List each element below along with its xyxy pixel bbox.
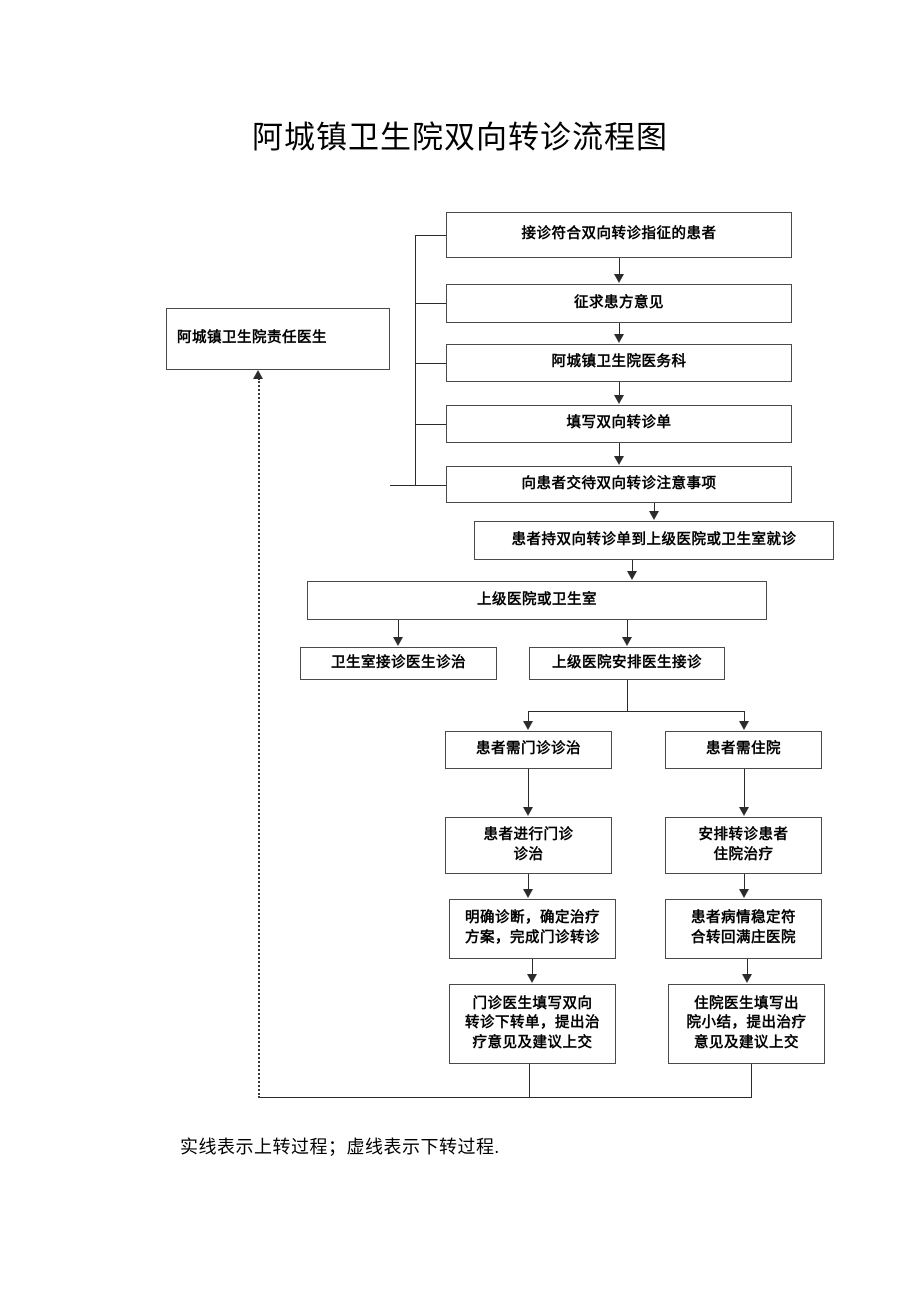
connector-spine-to-seek-opinion: [415, 303, 446, 304]
arrow-need-to-arrange-inpatient: [739, 807, 749, 816]
node-medical-dept-label: 阿城镇卫生院医务科: [551, 354, 687, 371]
connector-bottom-merge-horizontal: [258, 1097, 752, 1098]
connector-hospital-assign-down: [627, 680, 628, 711]
node-hospital-assign-label: 上级医院安排医生接诊: [552, 654, 702, 671]
node-diagnose-plan-label: 明确诊断，确定治疗 方案，完成门诊转诊: [465, 910, 600, 946]
node-outpatient-form-label: 门诊医生填写双向 转诊下转单，提出治 疗意见及建议上交: [465, 995, 600, 1051]
connector-spine-to-medical-dept: [415, 363, 446, 364]
connector-need-to-arrange-inpatient: [744, 769, 745, 808]
connector-do-outpatient-to-diagnose: [528, 874, 529, 890]
node-inpatient-form-label: 住院医生填写出 院小结，提出治疗 意见及建议上交: [686, 995, 807, 1051]
arrow-need-to-do-outpatient: [523, 807, 533, 816]
connector-dept-to-fill: [619, 382, 620, 395]
connector-spine-to-receive-patient: [415, 235, 446, 236]
node-stable-return[interactable]: 患者病情稳定符 合转回满庄医院: [665, 899, 822, 959]
arrow-feedback-to-responsible-doctor: [253, 370, 263, 379]
node-responsible-doctor[interactable]: 阿城镇卫生院责任医生: [166, 308, 390, 370]
node-hospital-assign[interactable]: 上级医院安排医生接诊: [529, 647, 725, 680]
node-stable-return-label: 患者病情稳定符 合转回满庄医院: [691, 910, 796, 946]
node-receive-patient-label: 接诊符合双向转诊指征的患者: [521, 226, 717, 243]
page-title: 阿城镇卫生院双向转诊流程图: [252, 120, 668, 155]
arrow-stable-to-inpatient-form: [742, 974, 752, 983]
arrow-upper-to-clinic-doctor: [393, 637, 403, 646]
arrow-patient-goes-to-upper: [627, 571, 637, 580]
connector-arrange-to-stable-return: [744, 874, 745, 890]
node-patient-goes-label: 患者持双向转诊单到上级医院或卫生室就诊: [511, 531, 797, 548]
connector-bracket-spine: [415, 235, 416, 485]
connector-branch-right-down: [744, 711, 745, 722]
arrow-receive-to-seek: [614, 274, 624, 283]
node-clinic-doctor-label: 卫生室接诊医生诊治: [331, 654, 466, 671]
node-clinic-doctor[interactable]: 卫生室接诊医生诊治: [300, 647, 497, 680]
node-arrange-inpatient-label: 安排转诊患者 住院治疗: [698, 826, 789, 863]
connector-patient-goes-to-upper: [632, 560, 633, 572]
node-do-outpatient[interactable]: 患者进行门诊 诊治: [445, 817, 612, 874]
connector-fill-to-explain: [619, 443, 620, 456]
node-receive-patient[interactable]: 接诊符合双向转诊指征的患者: [446, 212, 792, 258]
arrow-upper-to-hospital-assign: [622, 637, 632, 646]
connector-spine-to-explain-notes: [415, 485, 446, 486]
node-need-inpatient-label: 患者需住院: [706, 741, 781, 758]
node-upper-or-clinic[interactable]: 上级医院或卫生室: [307, 581, 767, 620]
arrow-explain-to-patient-goes: [649, 511, 659, 520]
arrow-to-need-outpatient: [523, 721, 533, 730]
connector-diagnose-to-outpatient-form: [532, 959, 533, 975]
connector-upper-to-hospital-assign: [627, 620, 628, 638]
arrow-seek-to-dept: [614, 334, 624, 343]
node-medical-dept[interactable]: 阿城镇卫生院医务科: [446, 344, 792, 382]
connector-feedback-dotted-vertical: [258, 378, 260, 1098]
node-need-inpatient[interactable]: 患者需住院: [665, 731, 822, 769]
arrow-dept-to-fill: [614, 395, 624, 404]
arrow-fill-to-explain: [614, 456, 624, 465]
arrow-arrange-to-stable-return: [739, 889, 749, 898]
connector-doctor-to-spine: [390, 485, 415, 486]
node-fill-form-label: 填写双向转诊单: [566, 415, 672, 432]
connector-receive-to-seek: [619, 258, 620, 275]
node-arrange-inpatient[interactable]: 安排转诊患者 住院治疗: [665, 817, 822, 874]
connector-branch-split-horizontal: [528, 711, 745, 712]
node-fill-form[interactable]: 填写双向转诊单: [446, 405, 792, 443]
node-responsible-doctor-label: 阿城镇卫生院责任医生: [177, 330, 327, 347]
connector-branch-left-down: [528, 711, 529, 722]
connector-inpatient-form-down: [751, 1064, 752, 1097]
arrow-diagnose-to-outpatient-form: [527, 974, 537, 983]
node-patient-goes[interactable]: 患者持双向转诊单到上级医院或卫生室就诊: [474, 521, 834, 560]
connector-spine-to-fill-form: [415, 424, 446, 425]
connector-upper-to-clinic-doctor: [398, 620, 399, 638]
arrow-do-outpatient-to-diagnose: [523, 889, 533, 898]
arrow-to-need-inpatient: [739, 721, 749, 730]
node-outpatient-form[interactable]: 门诊医生填写双向 转诊下转单，提出治 疗意见及建议上交: [449, 984, 616, 1064]
node-inpatient-form[interactable]: 住院医生填写出 院小结，提出治疗 意见及建议上交: [668, 984, 825, 1064]
node-do-outpatient-label: 患者进行门诊 诊治: [483, 826, 574, 863]
connector-outpatient-form-down: [529, 1064, 530, 1097]
node-diagnose-plan[interactable]: 明确诊断，确定治疗 方案，完成门诊转诊: [449, 899, 616, 959]
node-explain-notes[interactable]: 向患者交待双向转诊注意事项: [446, 466, 792, 503]
node-need-outpatient-label: 患者需门诊诊治: [476, 741, 581, 758]
node-seek-opinion[interactable]: 征求患方意见: [446, 284, 792, 323]
node-need-outpatient[interactable]: 患者需门诊诊治: [445, 731, 612, 769]
legend-note: 实线表示上转过程；虚线表示下转过程.: [180, 1137, 500, 1157]
connector-explain-to-patient-goes: [654, 503, 655, 512]
connector-need-to-do-outpatient: [528, 769, 529, 808]
node-explain-notes-label: 向患者交待双向转诊注意事项: [521, 475, 717, 492]
node-seek-opinion-label: 征求患方意见: [574, 294, 664, 311]
connector-stable-to-inpatient-form: [747, 959, 748, 975]
connector-seek-to-dept: [619, 323, 620, 335]
node-upper-or-clinic-label: 上级医院或卫生室: [477, 591, 597, 608]
